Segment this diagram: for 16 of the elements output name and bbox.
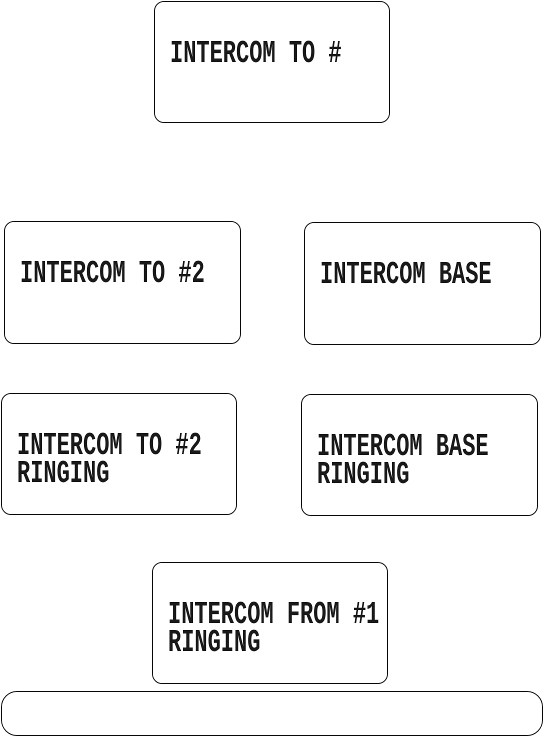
display-screen xyxy=(301,394,538,516)
display-text: INTERCOM FROM #1 xyxy=(168,601,380,629)
display-text: INTERCOM BASE xyxy=(320,261,492,289)
display-screen xyxy=(1,393,237,515)
display-screen xyxy=(304,222,541,345)
display-text: INTERCOM TO #2 xyxy=(20,260,205,288)
display-screen xyxy=(4,221,241,344)
blank-display-bar xyxy=(1,691,543,736)
display-text: RINGING xyxy=(317,461,410,489)
display-text: INTERCOM TO # xyxy=(170,40,342,68)
display-text: RINGING xyxy=(17,460,110,488)
display-screen xyxy=(154,1,390,123)
display-text: INTERCOM TO #2 xyxy=(17,432,202,460)
display-screen xyxy=(152,562,388,684)
display-text: INTERCOM BASE xyxy=(317,433,489,461)
display-text: RINGING xyxy=(168,629,260,657)
